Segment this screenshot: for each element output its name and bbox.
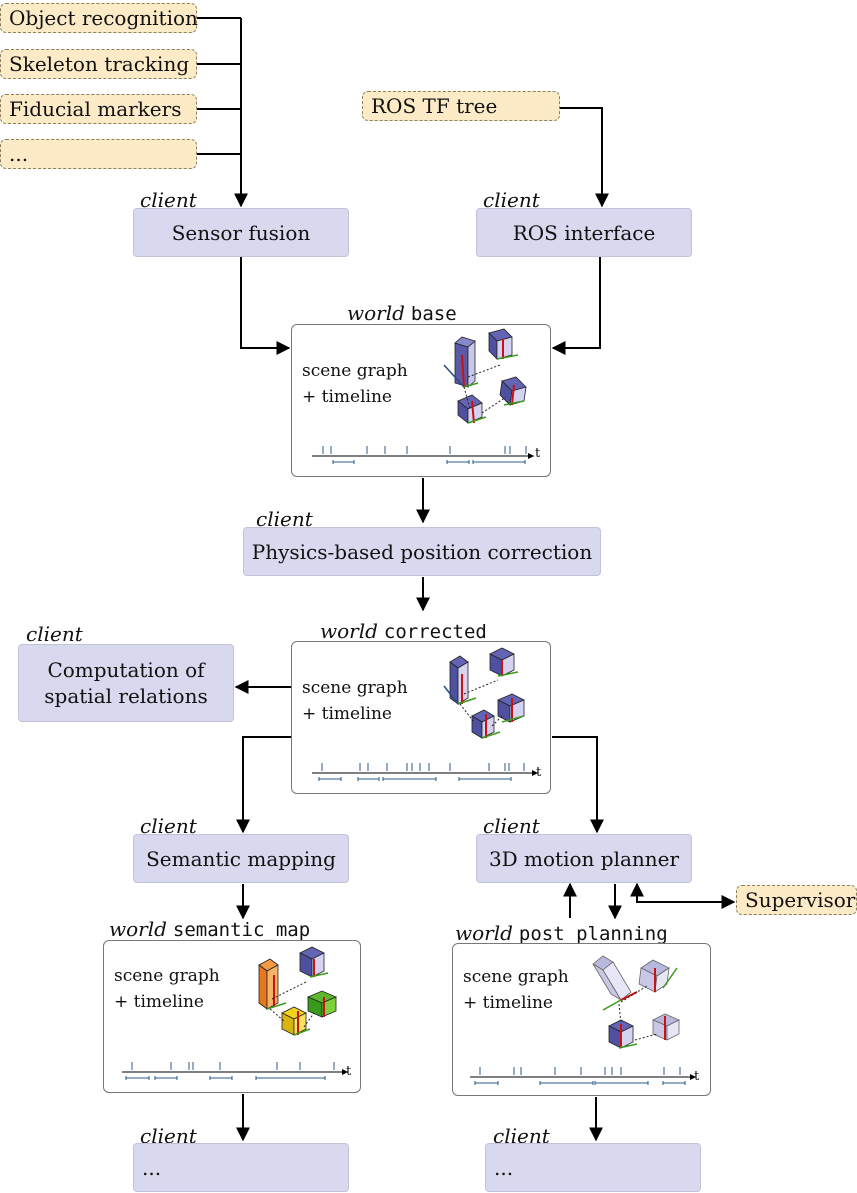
timeline <box>312 446 534 464</box>
world-word: world <box>455 921 513 945</box>
world-corrected: scene graph + timeline <box>291 641 551 794</box>
client-label-sensor-fusion: client <box>140 188 197 212</box>
client-label-bottom-left: client <box>140 1124 197 1148</box>
world-semantic-map-graphic <box>122 946 348 1080</box>
arrow-corrected-to-planner <box>552 736 604 834</box>
scene-graph-illustration <box>258 946 338 1036</box>
client-motion-planner: 3D motion planner <box>476 834 692 883</box>
client-sensor-fusion: Sensor fusion <box>133 208 349 257</box>
timeline <box>470 1067 696 1085</box>
world-caption: scene graph + timeline <box>114 966 220 1012</box>
world-corrected-graphic <box>312 647 538 781</box>
arrow-to-ros-interface <box>560 107 609 208</box>
client-bottom-right: ... <box>485 1143 701 1192</box>
source-supervisor: Supervisor <box>736 885 857 915</box>
world-caption: scene graph + timeline <box>302 678 408 724</box>
client-ros-interface: ROS interface <box>476 208 692 257</box>
timeline-axis-label: t <box>535 446 541 461</box>
world-name-post-planning: post_planning <box>518 923 668 945</box>
client-spatial-relations: Computation of spatial relations <box>18 644 234 722</box>
world-base: scene graph + timeline <box>291 324 551 477</box>
world-base-graphic <box>312 328 534 464</box>
client-label-planner: client <box>483 814 540 838</box>
world-word: world <box>109 917 167 941</box>
world-name-base: base <box>410 303 457 325</box>
client-label-ros-interface: client <box>483 188 540 212</box>
arrow-planner-supervisor <box>630 882 736 909</box>
client-label-bottom-right: client <box>493 1124 550 1148</box>
arrow-ros-interface-to-base <box>551 257 601 355</box>
arrow-corrected-to-semantic <box>236 736 291 834</box>
timeline-axis-label: t <box>536 765 542 780</box>
scene-graph-illustration <box>443 647 525 739</box>
timeline <box>312 763 538 781</box>
world-name-corrected: corrected <box>383 621 487 643</box>
scene-graph-illustration <box>592 955 680 1049</box>
source-ros-tf-tree: ROS TF tree <box>362 91 560 121</box>
world-post-planning: scene graph + timeline <box>452 943 711 1096</box>
world-caption: scene graph + timeline <box>302 361 408 407</box>
world-name-semantic-map: semantic_map <box>172 919 311 941</box>
source-object-recognition: Object recognition <box>0 3 198 33</box>
timeline-axis-label: t <box>694 1069 700 1084</box>
client-label-semantic: client <box>140 814 197 838</box>
client-label-physics: client <box>256 507 313 531</box>
arrow-sensor-fusion-to-base <box>240 257 291 355</box>
world-caption: scene graph + timeline <box>463 967 569 1013</box>
source-skeleton-tracking: Skeleton tracking <box>0 49 197 79</box>
client-semantic-mapping: Semantic mapping <box>133 834 349 883</box>
timeline <box>122 1062 348 1080</box>
world-post-planning-graphic <box>470 955 696 1085</box>
source-more: ... <box>0 139 197 169</box>
source-fiducial-markers: Fiducial markers <box>0 94 197 124</box>
timeline-axis-label: t <box>346 1064 352 1079</box>
world-word: world <box>347 301 405 325</box>
client-physics-correction: Physics-based position correction <box>243 527 601 576</box>
world-word: world <box>320 619 378 643</box>
client-bottom-left: ... <box>133 1143 349 1192</box>
world-semantic-map: scene graph + timeline <box>103 940 361 1093</box>
client-label-spatial: client <box>26 622 83 646</box>
scene-graph-illustration <box>443 328 527 424</box>
